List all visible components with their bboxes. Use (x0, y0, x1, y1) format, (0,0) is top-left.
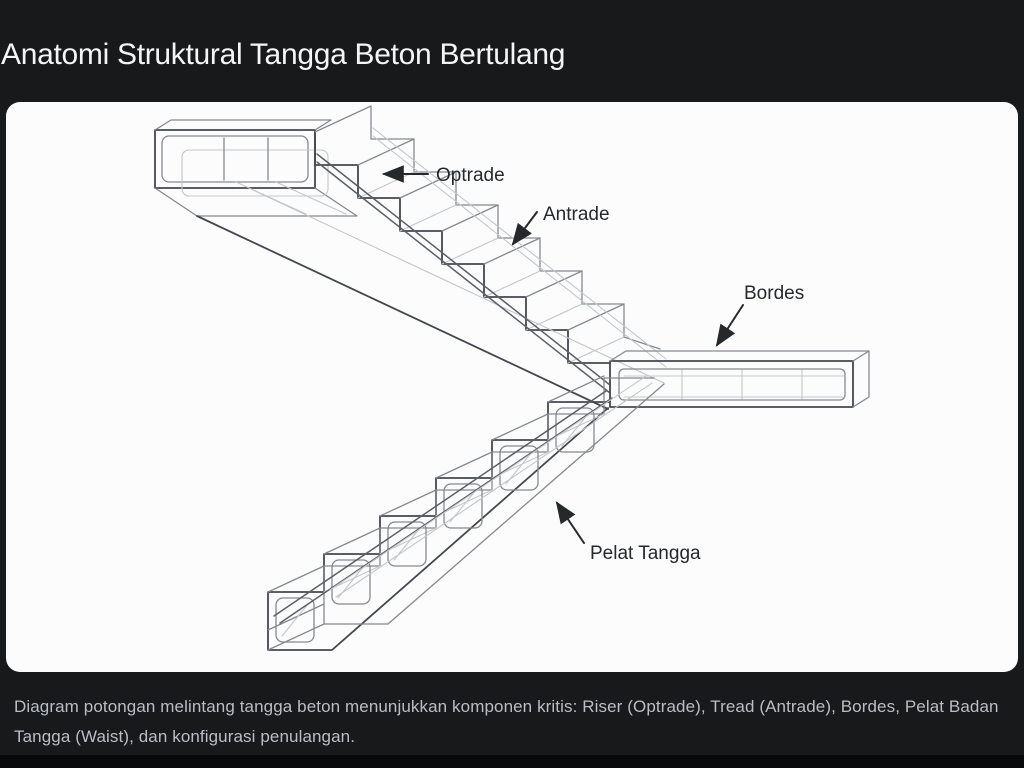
antrade-annotation: Antrade (511, 204, 610, 246)
optrade-annotation: Optrade (381, 165, 505, 186)
bordes-label: Bordes (744, 283, 804, 304)
caption: Diagram potongan melintang tangga beton … (14, 697, 999, 746)
annotations: Optrade Antrade Bordes Pelat Tangga (381, 165, 804, 564)
pelat-tangga-arrow (555, 501, 585, 544)
bordes-landing (609, 350, 870, 408)
lower-flight (267, 375, 665, 651)
pelat-tangga-annotation: Pelat Tangga (555, 501, 701, 564)
page-title: Anatomi Struktural Tangga Beton Bertulan… (1, 38, 566, 71)
pelat-tangga-label: Pelat Tangga (590, 543, 701, 564)
diagram-panel: Optrade Antrade Bordes Pelat Tangga (6, 102, 1018, 672)
optrade-label: Optrade (436, 165, 505, 186)
bottom-bar (0, 755, 1024, 768)
stair-anatomy-diagram: Optrade Antrade Bordes Pelat Tangga (154, 105, 870, 651)
antrade-arrow (511, 211, 538, 246)
antrade-label: Antrade (543, 204, 610, 225)
top-landing (154, 119, 358, 217)
bordes-annotation: Bordes (715, 283, 804, 347)
bordes-arrow (715, 304, 744, 347)
